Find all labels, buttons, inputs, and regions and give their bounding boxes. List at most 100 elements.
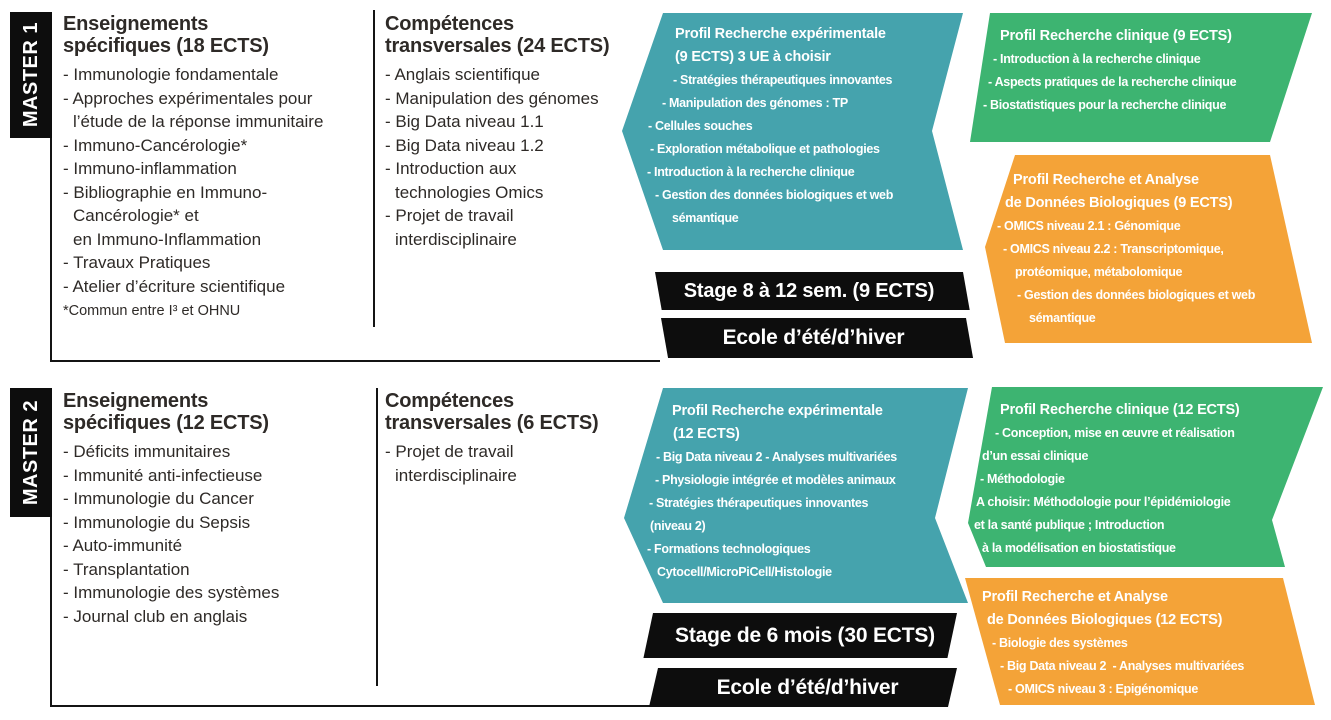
master1-enseignements-column: Enseignements spécifiques (18 ECTS) - Im… xyxy=(63,13,368,324)
profile-title: de Données Biologiques (12 ECTS) xyxy=(987,612,1223,628)
course-item: - Big Data niveau 1.2 xyxy=(385,135,544,155)
profile-course-line: sémantique xyxy=(1029,311,1096,325)
column-title-line: Enseignements xyxy=(63,13,209,35)
master2-competences-column: Compétences transversales (6 ECTS) - Pro… xyxy=(385,390,650,487)
course-item: - Journal club en anglais xyxy=(63,606,248,626)
profile-title: Profil Recherche expérimentale xyxy=(675,26,886,42)
profile-course-line: Cytocell/MicroPiCell/Histologie xyxy=(657,565,832,579)
profile-course-line: - Introduction à la recherche clinique xyxy=(647,165,855,179)
profile-course-line: - Introduction à la recherche clinique xyxy=(993,52,1201,66)
m2-stage-banner: Stage de 6 mois (30 ECTS) xyxy=(643,613,957,658)
m2-profil-recherche-clinique-shape: Profil Recherche clinique (12 ECTS) - Co… xyxy=(968,387,1323,567)
column-title: Compétences transversales (24 ECTS) xyxy=(385,13,650,57)
course-item: - Immunologie du Sepsis xyxy=(63,512,251,532)
profile-course-line: - Stratégies thérapeutiques innovantes xyxy=(649,496,869,510)
course-item: - Immuno-Cancérologie* xyxy=(63,135,248,155)
course-item: - Introduction aux xyxy=(385,159,517,178)
profile-course-line: - Formations technologiques xyxy=(647,542,811,556)
course-item: - Atelier d’écriture scientifique xyxy=(63,276,286,296)
m1-profil-recherche-experimentale-shape: Profil Recherche expérimentale (9 ECTS) … xyxy=(622,13,963,250)
profile-course-line: - Aspects pratiques de la recherche clin… xyxy=(988,75,1237,89)
master2-frame xyxy=(50,388,660,707)
master2-tab-label: MASTER 2 xyxy=(19,399,42,506)
column-title-line: spécifiques (12 ECTS) xyxy=(63,412,269,434)
profile-course-line: - Conception, mise en œuvre et réalisati… xyxy=(995,426,1235,440)
course-item: - Manipulation des génomes xyxy=(385,88,599,108)
course-item: - Approches expérimentales pour xyxy=(63,88,313,108)
chevron-background xyxy=(624,388,968,603)
profile-course-line: - Big Data niveau 2 - Analyses multivari… xyxy=(656,450,897,464)
profile-course-line: - Biostatistiques pour la recherche clin… xyxy=(983,98,1227,112)
chevron-background xyxy=(968,387,1323,567)
profile-course-line: - Cellules souches xyxy=(648,119,753,133)
course-item: - Projet de travail xyxy=(385,206,514,225)
column-title: Enseignements spécifiques (12 ECTS) xyxy=(63,390,368,434)
course-item: - Big Data niveau 1.1 xyxy=(385,112,544,131)
profile-course-line: - OMICS niveau 3 : Epigénomique xyxy=(1008,682,1199,696)
ribbon-background xyxy=(965,578,1315,705)
course-item: - Immunité anti-infectieuse xyxy=(63,465,263,485)
profile-course-line: A choisir: Méthodologie pour l’épidémiol… xyxy=(976,495,1231,509)
profile-course-line: - Stratégies thérapeutiques innovantes xyxy=(673,73,893,87)
ribbon-background xyxy=(970,13,1312,142)
course-item: - Auto-immunité xyxy=(63,536,183,555)
profile-course-line: - Méthodologie xyxy=(980,472,1065,486)
m1-ecole-banner: Ecole d’été/d’hiver xyxy=(661,318,974,358)
profile-title: Profil Recherche et Analyse xyxy=(982,589,1168,605)
course-item: - Projet de travail xyxy=(385,442,514,461)
profile-title: Profil Recherche et Analyse xyxy=(1013,172,1199,188)
column-title-line: Enseignements xyxy=(63,390,209,412)
course-item: - Immuno-inflammation xyxy=(63,159,237,178)
profile-course-line: protéomique, métabolomique xyxy=(1015,265,1183,279)
chevron-background xyxy=(622,13,963,250)
column-title-line: Compétences xyxy=(385,13,514,35)
course-item-continuation: technologies Omics xyxy=(395,182,544,202)
course-item-continuation: interdisciplinaire xyxy=(395,229,517,249)
master2-column-divider xyxy=(376,388,378,686)
ecole-banner-label: Ecole d’été/d’hiver xyxy=(722,326,905,349)
profile-course-line: - Physiologie intégrée et modèles animau… xyxy=(655,473,896,487)
m2-profil-donnees-biologiques-shape: Profil Recherche et Analyse de Données B… xyxy=(965,578,1315,705)
profile-title: (12 ECTS) xyxy=(673,426,740,442)
profile-title: de Données Biologiques (9 ECTS) xyxy=(1005,195,1233,211)
profile-course-line: - Exploration métabolique et pathologies xyxy=(650,142,880,156)
stage-banner-label: Stage 8 à 12 sem. (9 ECTS) xyxy=(683,280,935,302)
course-item: - Immunologie fondamentale xyxy=(63,65,279,84)
ecole-banner-label: Ecole d’été/d’hiver xyxy=(716,676,899,699)
m1-profil-donnees-biologiques-shape: Profil Recherche et Analyse de Données B… xyxy=(985,155,1312,343)
ribbon-background xyxy=(985,155,1312,343)
profile-title: Profil Recherche clinique (12 ECTS) xyxy=(1000,402,1240,418)
profile-course-line: - Manipulation des génomes : TP xyxy=(662,96,848,110)
column-title-line: spécifiques (18 ECTS) xyxy=(63,35,269,57)
course-item: - Travaux Pratiques xyxy=(63,253,211,272)
profile-course-line: d’un essai clinique xyxy=(982,449,1089,463)
profile-course-line: sémantique xyxy=(672,211,739,225)
column-title: Compétences transversales (6 ECTS) xyxy=(385,390,650,434)
course-item-continuation: en Immuno-Inflammation xyxy=(73,229,262,249)
course-item-continuation: l’étude de la réponse immunitaire xyxy=(73,112,324,131)
course-item: - Immunologie du Cancer xyxy=(63,489,254,508)
profile-course-line: - Gestion des données biologiques et web xyxy=(1017,288,1256,302)
profile-title: Profil Recherche clinique (9 ECTS) xyxy=(1000,28,1232,44)
master2-tab: MASTER 2 xyxy=(10,388,52,517)
profile-course-line: - OMICS niveau 2.1 : Génomique xyxy=(997,219,1181,233)
master1-tab: MASTER 1 xyxy=(10,12,52,138)
profile-course-line: - OMICS niveau 2.2 : Transcriptomique, xyxy=(1003,242,1224,256)
m1-stage-banner: Stage 8 à 12 sem. (9 ECTS) xyxy=(655,272,970,310)
profile-title: (9 ECTS) 3 UE à choisir xyxy=(675,49,831,65)
course-item-continuation: Cancérologie* et xyxy=(73,206,199,225)
profile-course-line: (niveau 2) xyxy=(650,519,706,533)
profile-title: Profil Recherche expérimentale xyxy=(672,403,883,419)
footnote: *Commun entre I³ et OHNU xyxy=(63,303,241,319)
column-title-line: Compétences xyxy=(385,390,514,412)
course-item: - Transplantation xyxy=(63,559,190,579)
profile-course-line: - Big Data niveau 2 - Analyses multivari… xyxy=(1000,659,1245,673)
profile-course-line: - Gestion des données biologiques et web xyxy=(655,188,894,202)
profile-course-line: et la santé publique ; Introduction xyxy=(974,518,1165,532)
master1-column-divider xyxy=(373,10,375,327)
profile-course-line: - Biologie des systèmes xyxy=(992,636,1128,650)
master2-enseignements-column: Enseignements spécifiques (12 ECTS) - Dé… xyxy=(63,390,368,628)
column-title: Enseignements spécifiques (18 ECTS) xyxy=(63,13,368,57)
master1-frame xyxy=(50,12,660,362)
column-title-line: transversales (6 ECTS) xyxy=(385,412,599,434)
